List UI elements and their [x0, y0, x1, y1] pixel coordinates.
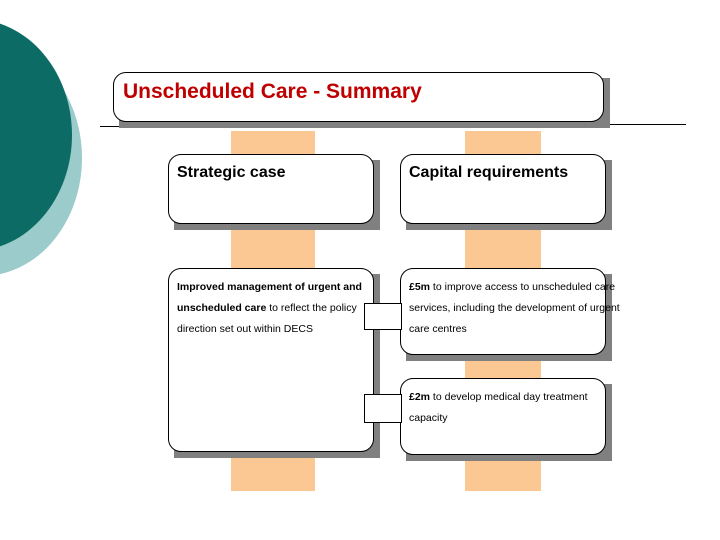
connector-block-lower: [364, 394, 402, 423]
content-text-capital-5m: £5m to improve access to unscheduled car…: [409, 277, 623, 340]
content-body: to develop medical day treatment capacit…: [409, 391, 588, 424]
connector-block-upper: [364, 303, 402, 330]
content-box-strategic-case: Improved management of urgent and unsche…: [168, 268, 374, 452]
content-emphasis: £2m: [409, 391, 431, 403]
column-header-box-right: Capital requirements: [400, 154, 606, 224]
title-rule-right: [608, 124, 686, 125]
column-header-label-right: Capital requirements: [409, 164, 569, 181]
content-emphasis: £5m: [409, 281, 431, 293]
title-box: Unscheduled Care - Summary: [113, 72, 604, 122]
column-header-label-left: Strategic case: [177, 164, 286, 181]
content-box-capital-5m: £5m to improve access to unscheduled car…: [400, 268, 620, 355]
content-body: to reflect the policy direction set out …: [177, 302, 357, 335]
content-body: to improve access to unscheduled care se…: [409, 281, 620, 335]
content-box-capital-2m: £2m to develop medical day treatment cap…: [400, 378, 606, 455]
title-rule-left: [100, 126, 122, 127]
content-text-strategic-case: Improved management of urgent and unsche…: [177, 277, 391, 340]
column-header-box-left: Strategic case: [168, 154, 374, 224]
page-title: Unscheduled Care - Summary: [123, 80, 422, 103]
content-emphasis: Improved management of urgent and unsche…: [177, 281, 362, 314]
content-text-capital-2m: £2m to develop medical day treatment cap…: [409, 387, 623, 429]
